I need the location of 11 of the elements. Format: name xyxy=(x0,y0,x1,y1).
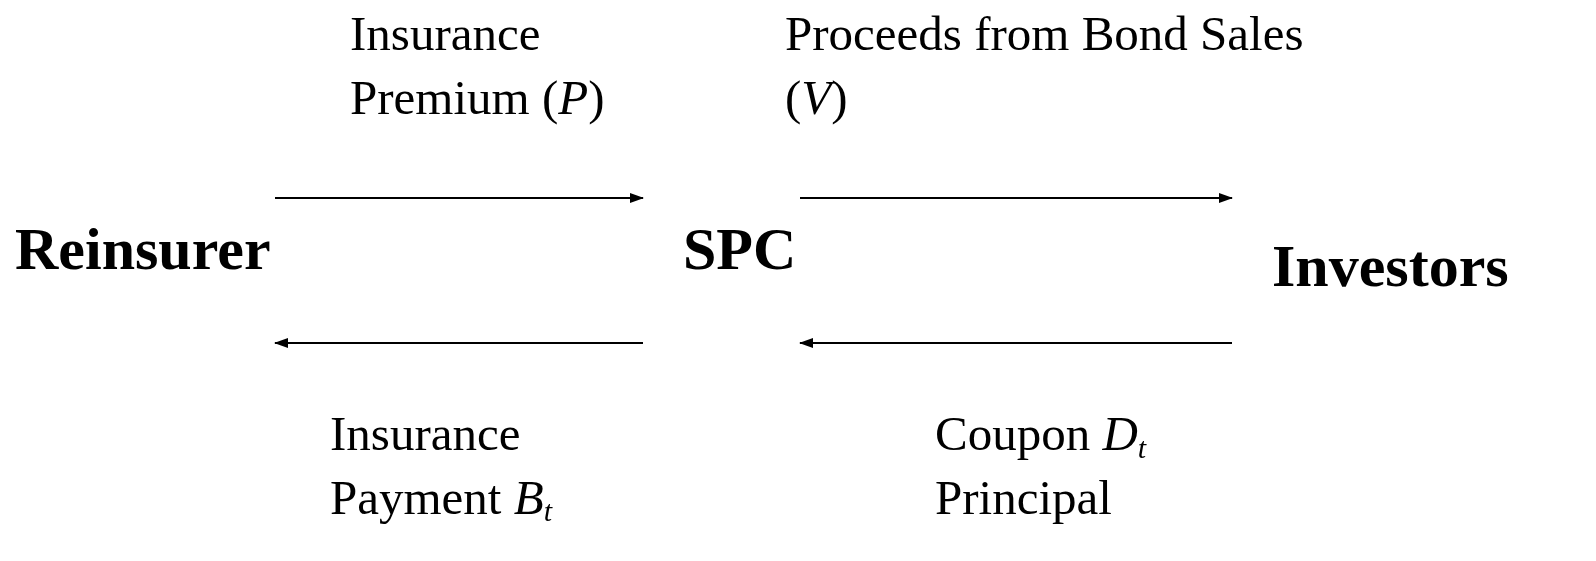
node-label: Investors xyxy=(1272,232,1509,301)
arrow xyxy=(799,338,1233,348)
edge-label: Proceeds from Bond Sales (V) xyxy=(785,5,1305,127)
edge-label: Insurance Premium (P) xyxy=(350,5,606,127)
edge-label: Insurance Payment B$_{t}$ xyxy=(330,405,554,530)
arrow xyxy=(274,338,644,348)
node-label: SPC xyxy=(683,215,797,284)
node-label: Reinsurer xyxy=(15,215,271,284)
arrow xyxy=(799,193,1233,203)
arrow xyxy=(274,193,644,203)
edge-label: Coupon D$_{t}$ Principal xyxy=(935,405,1148,527)
